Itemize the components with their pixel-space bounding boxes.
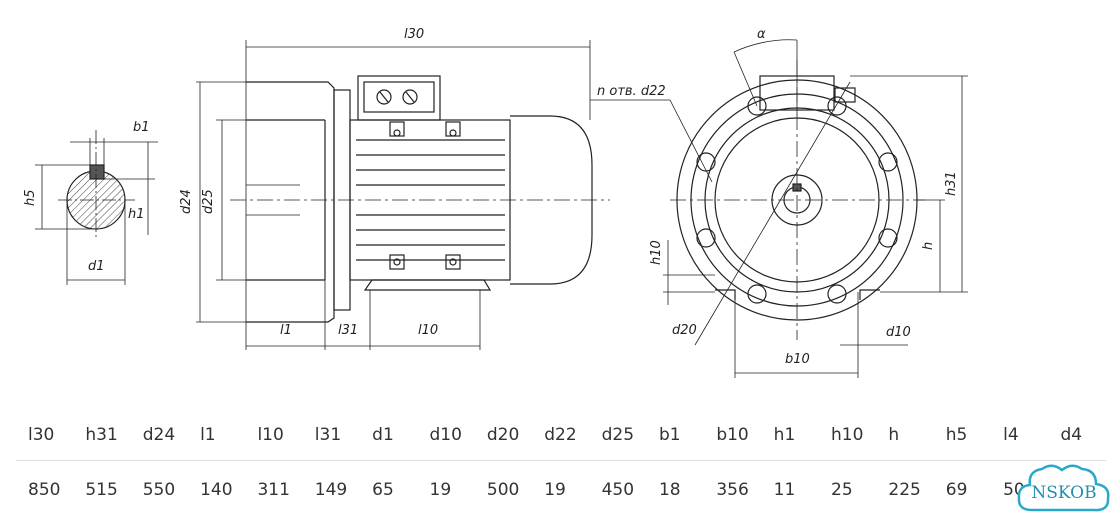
label-l10: l10 <box>418 323 438 338</box>
dimension-labels: l30 b1 h5 h1 d1 d24 d25 l1 l31 l10 n отв… <box>23 27 959 367</box>
value-cell: 149 <box>314 480 348 500</box>
header-cell: d1 <box>360 410 418 461</box>
header-cell: h1 <box>761 410 820 461</box>
value-cell: 500 <box>486 480 520 500</box>
header-cell: l30 <box>16 410 74 461</box>
label-d10: d10 <box>886 325 911 340</box>
header-cell: b1 <box>646 410 705 461</box>
header-cell: d24 <box>130 410 189 461</box>
label-l31: l31 <box>338 323 358 338</box>
label-h1: h1 <box>128 207 145 222</box>
header-cell: d10 <box>417 410 475 461</box>
motor-technical-drawing: l30 b1 h5 h1 d1 d24 d25 l1 l31 l10 n отв… <box>23 27 968 378</box>
value-cell: 18 <box>658 480 681 500</box>
value-cell: 65 <box>372 480 394 500</box>
cloud-logo-shape <box>1017 464 1110 512</box>
header-cell: h10 <box>819 410 877 461</box>
label-n-holes-d22: n отв. d22 <box>597 84 666 99</box>
label-b10: b10 <box>785 352 810 367</box>
label-h31: h31 <box>944 171 959 196</box>
nskob-logo: NSKOB <box>1017 464 1110 512</box>
header-cell: h31 <box>73 410 131 461</box>
label-h: h <box>921 242 936 250</box>
value-cell: 450 <box>601 480 635 500</box>
value-cell: 515 <box>85 480 118 500</box>
value-cell: 25 <box>831 480 853 500</box>
value-cell: 850 <box>28 480 61 500</box>
value-cell: 19 <box>544 480 566 500</box>
logo-text: NSKOB <box>1031 483 1096 503</box>
value-cell: 69 <box>945 480 968 500</box>
dimensions-value-row: 850 515 550 140 311 149 65 19 500 19 450… <box>16 461 1106 520</box>
value-cell: 311 <box>257 480 290 500</box>
label-d20: d20 <box>672 323 697 338</box>
dimensions-table: l30 h31 d24 l1 l10 l31 d1 d10 d20 d22 d2… <box>16 410 1106 519</box>
header-cell: d22 <box>532 410 590 461</box>
header-cell: d4 <box>1048 410 1106 461</box>
header-cell: l10 <box>245 410 303 461</box>
motor-side-view <box>196 40 610 350</box>
label-l1: l1 <box>280 323 292 338</box>
value-cell: 550 <box>142 480 176 500</box>
label-d1: d1 <box>88 259 105 274</box>
value-cell: 19 <box>429 480 452 500</box>
label-d24: d24 <box>179 189 194 214</box>
dimensions-header-row: l30 h31 d24 l1 l10 l31 d1 d10 d20 d22 d2… <box>16 410 1106 461</box>
shaft-section-view <box>35 130 158 285</box>
header-cell: l1 <box>188 410 246 461</box>
label-d25: d25 <box>201 189 216 214</box>
header-cell: h <box>876 410 934 461</box>
motor-front-view <box>590 39 968 378</box>
header-cell: b10 <box>704 410 762 461</box>
label-h5: h5 <box>23 189 38 206</box>
header-cell: h5 <box>933 410 992 461</box>
value-cell: 11 <box>773 480 796 500</box>
label-h10: h10 <box>649 240 664 265</box>
header-cell: l31 <box>302 410 361 461</box>
label-b1: b1 <box>133 120 150 135</box>
value-cell: 356 <box>716 480 749 500</box>
header-cell: d20 <box>474 410 533 461</box>
value-cell: 140 <box>200 480 233 500</box>
header-cell: d25 <box>589 410 647 461</box>
label-l30: l30 <box>404 27 424 42</box>
value-cell: 225 <box>888 480 921 500</box>
label-alpha: α <box>757 27 766 42</box>
header-cell: l4 <box>991 410 1049 461</box>
